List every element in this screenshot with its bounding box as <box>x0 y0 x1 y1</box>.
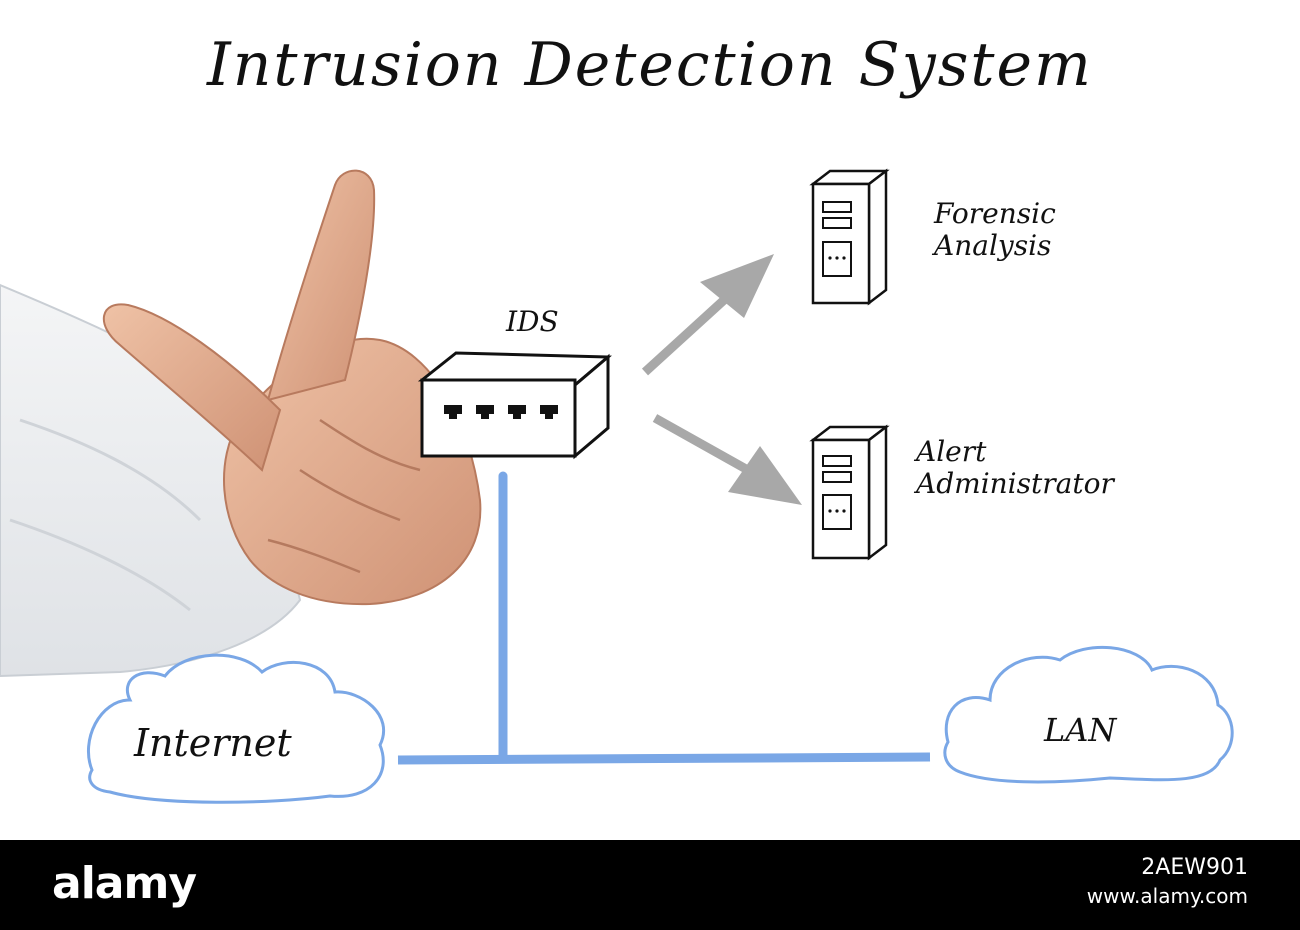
internet-label: Internet <box>134 721 292 765</box>
thumb <box>102 303 282 472</box>
ids-device <box>417 351 612 460</box>
port-icon <box>508 405 526 414</box>
port-icon <box>444 405 462 414</box>
forensic-label-line-2: Analysis <box>934 229 1052 263</box>
knuckles <box>267 418 421 574</box>
port-icon <box>545 414 553 419</box>
port-icon <box>476 405 494 414</box>
internet-cloud <box>86 653 386 804</box>
arrowhead-icon <box>700 254 774 318</box>
alert-server-icon <box>809 424 890 561</box>
forensic-label-line-1: Forensic <box>934 197 1056 230</box>
network-lines <box>397 471 931 765</box>
ids-label: IDS <box>506 305 559 338</box>
port-icon <box>540 405 558 414</box>
arrow-to-forensic <box>641 254 774 376</box>
internet-lan-line <box>397 752 931 765</box>
alert-administrator-label: Alert Administrator <box>916 435 1114 501</box>
hand-palm <box>223 337 482 606</box>
forensic-analysis-label: Forensic Analysis <box>934 197 1056 263</box>
alert-label-line-1: Alert <box>916 435 987 468</box>
arrowhead-icon <box>728 446 802 505</box>
lan-label: LAN <box>1044 711 1117 749</box>
sleeve-fold <box>9 418 202 612</box>
port-icon <box>481 414 489 419</box>
stock-reference: 2AEW901 www.alamy.com <box>1087 854 1248 909</box>
forensic-server-icon <box>809 168 890 306</box>
ids-ports <box>444 405 558 419</box>
arrow-to-alert <box>652 414 802 505</box>
port-icon <box>449 414 457 419</box>
pointing-hand-illustration <box>0 169 482 678</box>
diagram-title: Intrusion Detection System <box>207 30 1093 100</box>
stock-logo: alamy <box>52 858 197 909</box>
alert-label-line-2: Administrator <box>916 467 1114 501</box>
lan-cloud <box>943 645 1234 784</box>
diagram-canvas <box>0 168 1234 804</box>
image-id: 2AEW901 <box>1141 855 1248 880</box>
index-finger <box>266 169 376 402</box>
stock-footer-bar: alamy 2AEW901 www.alamy.com <box>0 840 1300 930</box>
port-icon <box>513 414 521 419</box>
stock-url: www.alamy.com <box>1086 883 1248 908</box>
